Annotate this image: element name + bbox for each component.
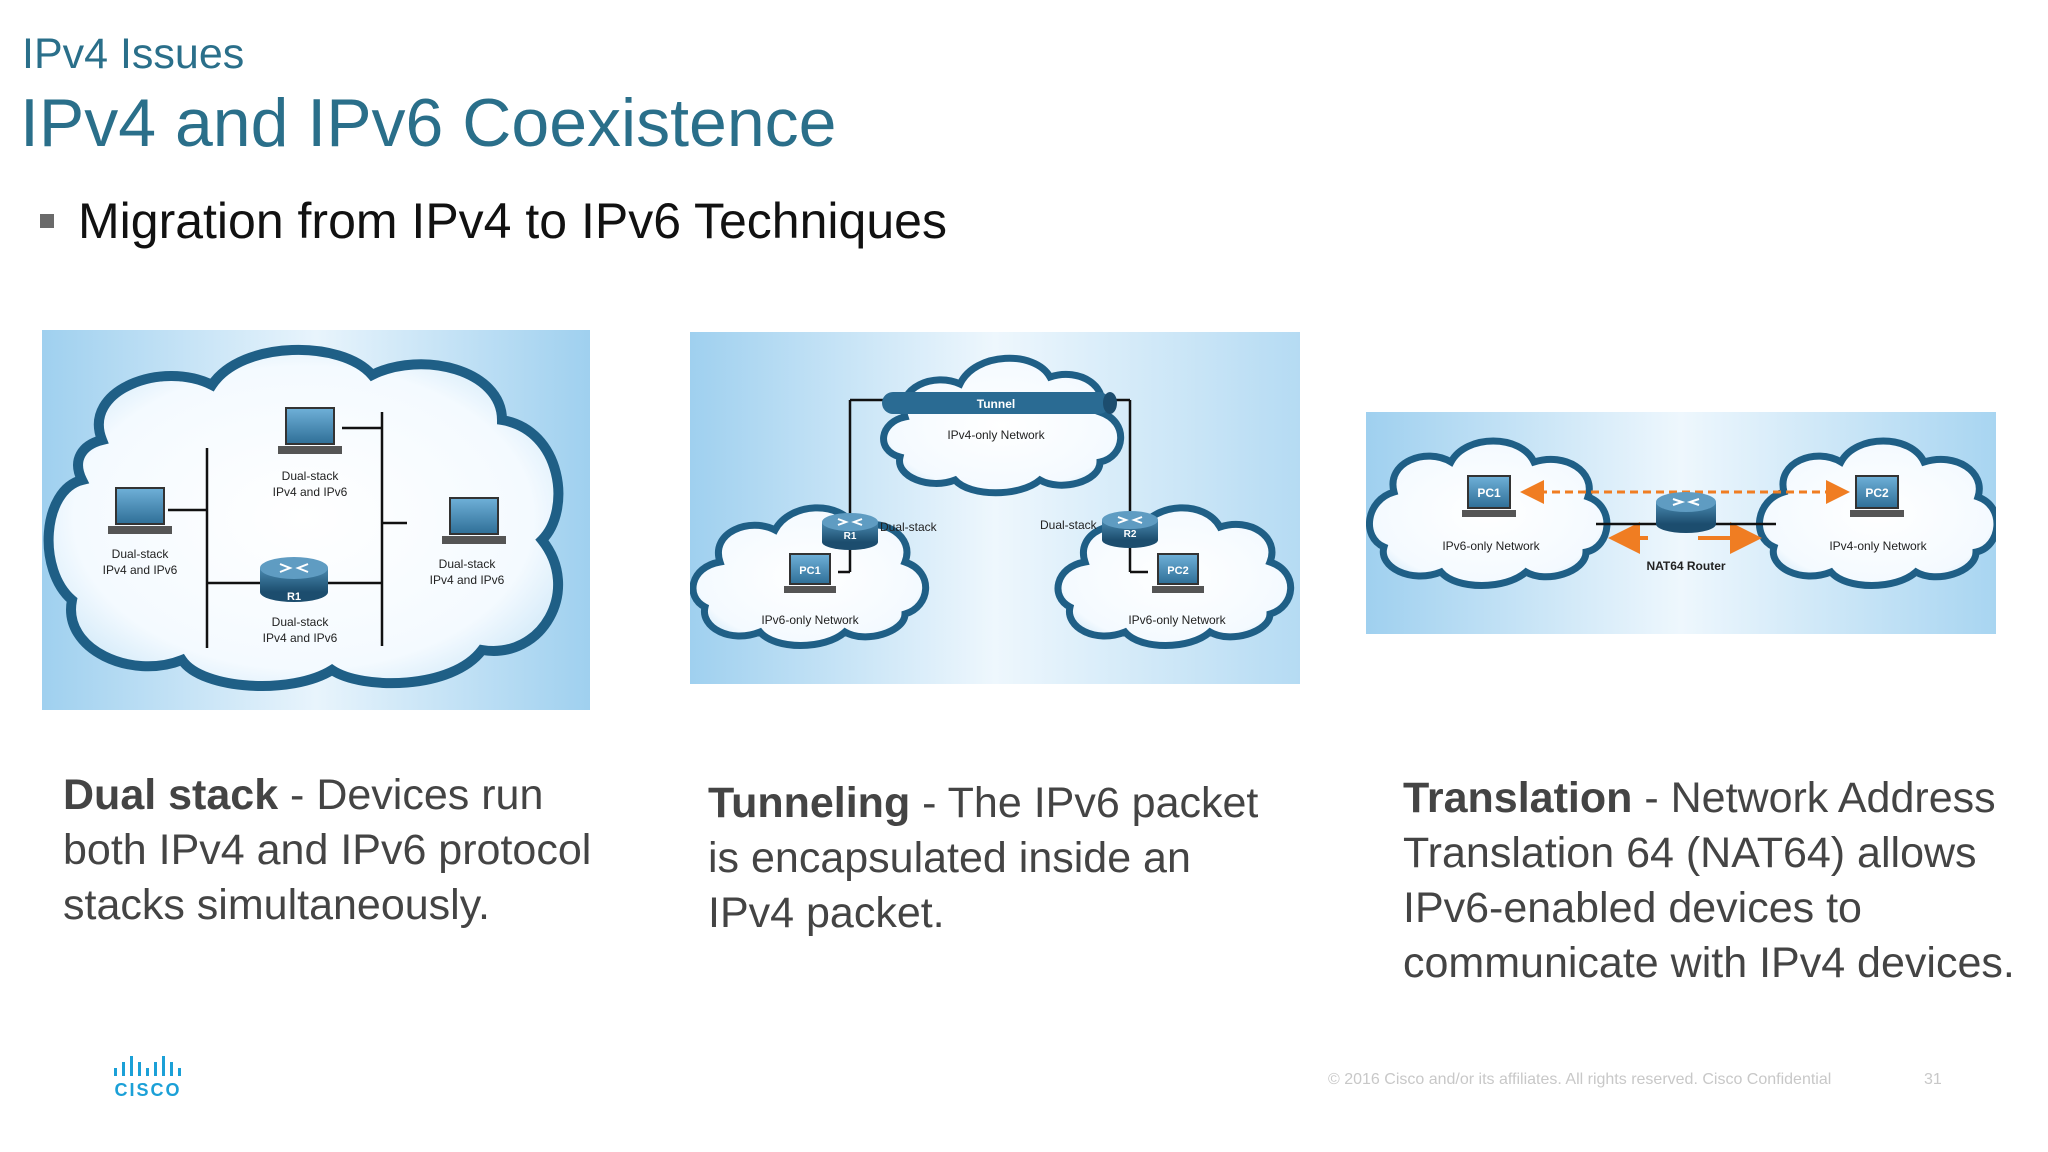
dual-router-label: Dual-stack bbox=[272, 615, 330, 629]
tunnel-r1-label: Dual-stack bbox=[880, 520, 938, 534]
tunneling-description: Tunneling - The IPv6 packet is encapsula… bbox=[708, 776, 1268, 941]
trans-pc2-icon bbox=[1850, 475, 1904, 517]
cisco-logo-text: CISCO bbox=[114, 1080, 181, 1100]
bullet-item: Migration from IPv4 to IPv6 Techniques bbox=[40, 192, 947, 250]
bullet-text: Migration from IPv4 to IPv6 Techniques bbox=[78, 193, 947, 249]
dual-pc-right-label-2: IPv4 and IPv6 bbox=[430, 573, 505, 587]
dual-router-icon bbox=[260, 557, 328, 602]
dual-pc-left-label-2: IPv4 and IPv6 bbox=[103, 563, 178, 577]
trans-pc1-label: PC1 bbox=[1477, 486, 1501, 500]
trans-pc2-label: PC2 bbox=[1865, 486, 1889, 500]
cisco-logo-icon: CISCO bbox=[114, 1056, 181, 1100]
tunneling-text: - The IPv6 packet is encapsulated inside… bbox=[708, 779, 1259, 937]
dual-stack-text: - Devices run both IPv4 and IPv6 protoco… bbox=[63, 771, 592, 929]
dual-router-label-2: IPv4 and IPv6 bbox=[263, 631, 338, 645]
tunnel-right-network-label: IPv6-only Network bbox=[1128, 613, 1226, 627]
nat64-router-icon bbox=[1656, 492, 1716, 533]
dual-pc-top-label-2: IPv4 and IPv6 bbox=[273, 485, 348, 499]
tunnel-ipv4-network-label: IPv4-only Network bbox=[947, 428, 1045, 442]
trans-right-network-label: IPv4-only Network bbox=[1829, 539, 1927, 553]
tunnel-pc1-label: PC1 bbox=[799, 565, 820, 577]
tunnel-pc2-icon bbox=[1152, 553, 1204, 593]
trans-pc1-icon bbox=[1462, 475, 1516, 517]
trans-left-network-label: IPv6-only Network bbox=[1442, 539, 1540, 553]
dual-pc-right-label: Dual-stack bbox=[439, 557, 497, 571]
section-title: IPv4 Issues bbox=[22, 30, 245, 78]
dual-pc-left-label: Dual-stack bbox=[112, 547, 170, 561]
tunnel-pc2-label: PC2 bbox=[1167, 565, 1188, 577]
tunnel-r2-router-icon bbox=[1102, 511, 1158, 548]
bullet-square-icon bbox=[40, 214, 54, 228]
tunnel-r2-name: R2 bbox=[1124, 529, 1137, 540]
page-number: 31 bbox=[1924, 1071, 1942, 1088]
translation-text: - Network Address Translation 64 (NAT64)… bbox=[1403, 774, 2015, 987]
tunnel-r1-router-icon bbox=[822, 513, 878, 550]
tunneling-diagram: Tunnel IPv4-only Network R1 Dual-stack R… bbox=[690, 332, 1300, 684]
dual-stack-diagram: Dual-stack IPv4 and IPv6 Dual-stack IPv4… bbox=[42, 330, 590, 710]
nat64-router-label: NAT64 Router bbox=[1646, 559, 1725, 573]
dual-router-name: R1 bbox=[287, 591, 301, 603]
translation-description: Translation - Network Address Translatio… bbox=[1403, 771, 2023, 991]
copyright-text: © 2016 Cisco and/or its affiliates. All … bbox=[1328, 1071, 1832, 1088]
translation-term: Translation bbox=[1403, 774, 1633, 822]
tunneling-term: Tunneling bbox=[708, 779, 911, 827]
tunnel-r1-name: R1 bbox=[844, 531, 857, 542]
translation-diagram: PC1 IPv6-only Network PC2 IPv4-only Netw… bbox=[1366, 412, 1996, 634]
tunnel-r2-label: Dual-stack bbox=[1040, 518, 1098, 532]
tunnel-pipe-icon bbox=[882, 392, 1117, 414]
tunnel-pc1-icon bbox=[784, 553, 836, 593]
page-title: IPv4 and IPv6 Coexistence bbox=[20, 85, 837, 161]
dual-stack-term: Dual stack bbox=[63, 771, 279, 819]
dual-pc-top-label: Dual-stack bbox=[282, 469, 340, 483]
tunnel-label: Tunnel bbox=[977, 397, 1015, 411]
dual-stack-description: Dual stack - Devices run both IPv4 and I… bbox=[63, 768, 603, 933]
tunnel-left-network-label: IPv6-only Network bbox=[761, 613, 859, 627]
